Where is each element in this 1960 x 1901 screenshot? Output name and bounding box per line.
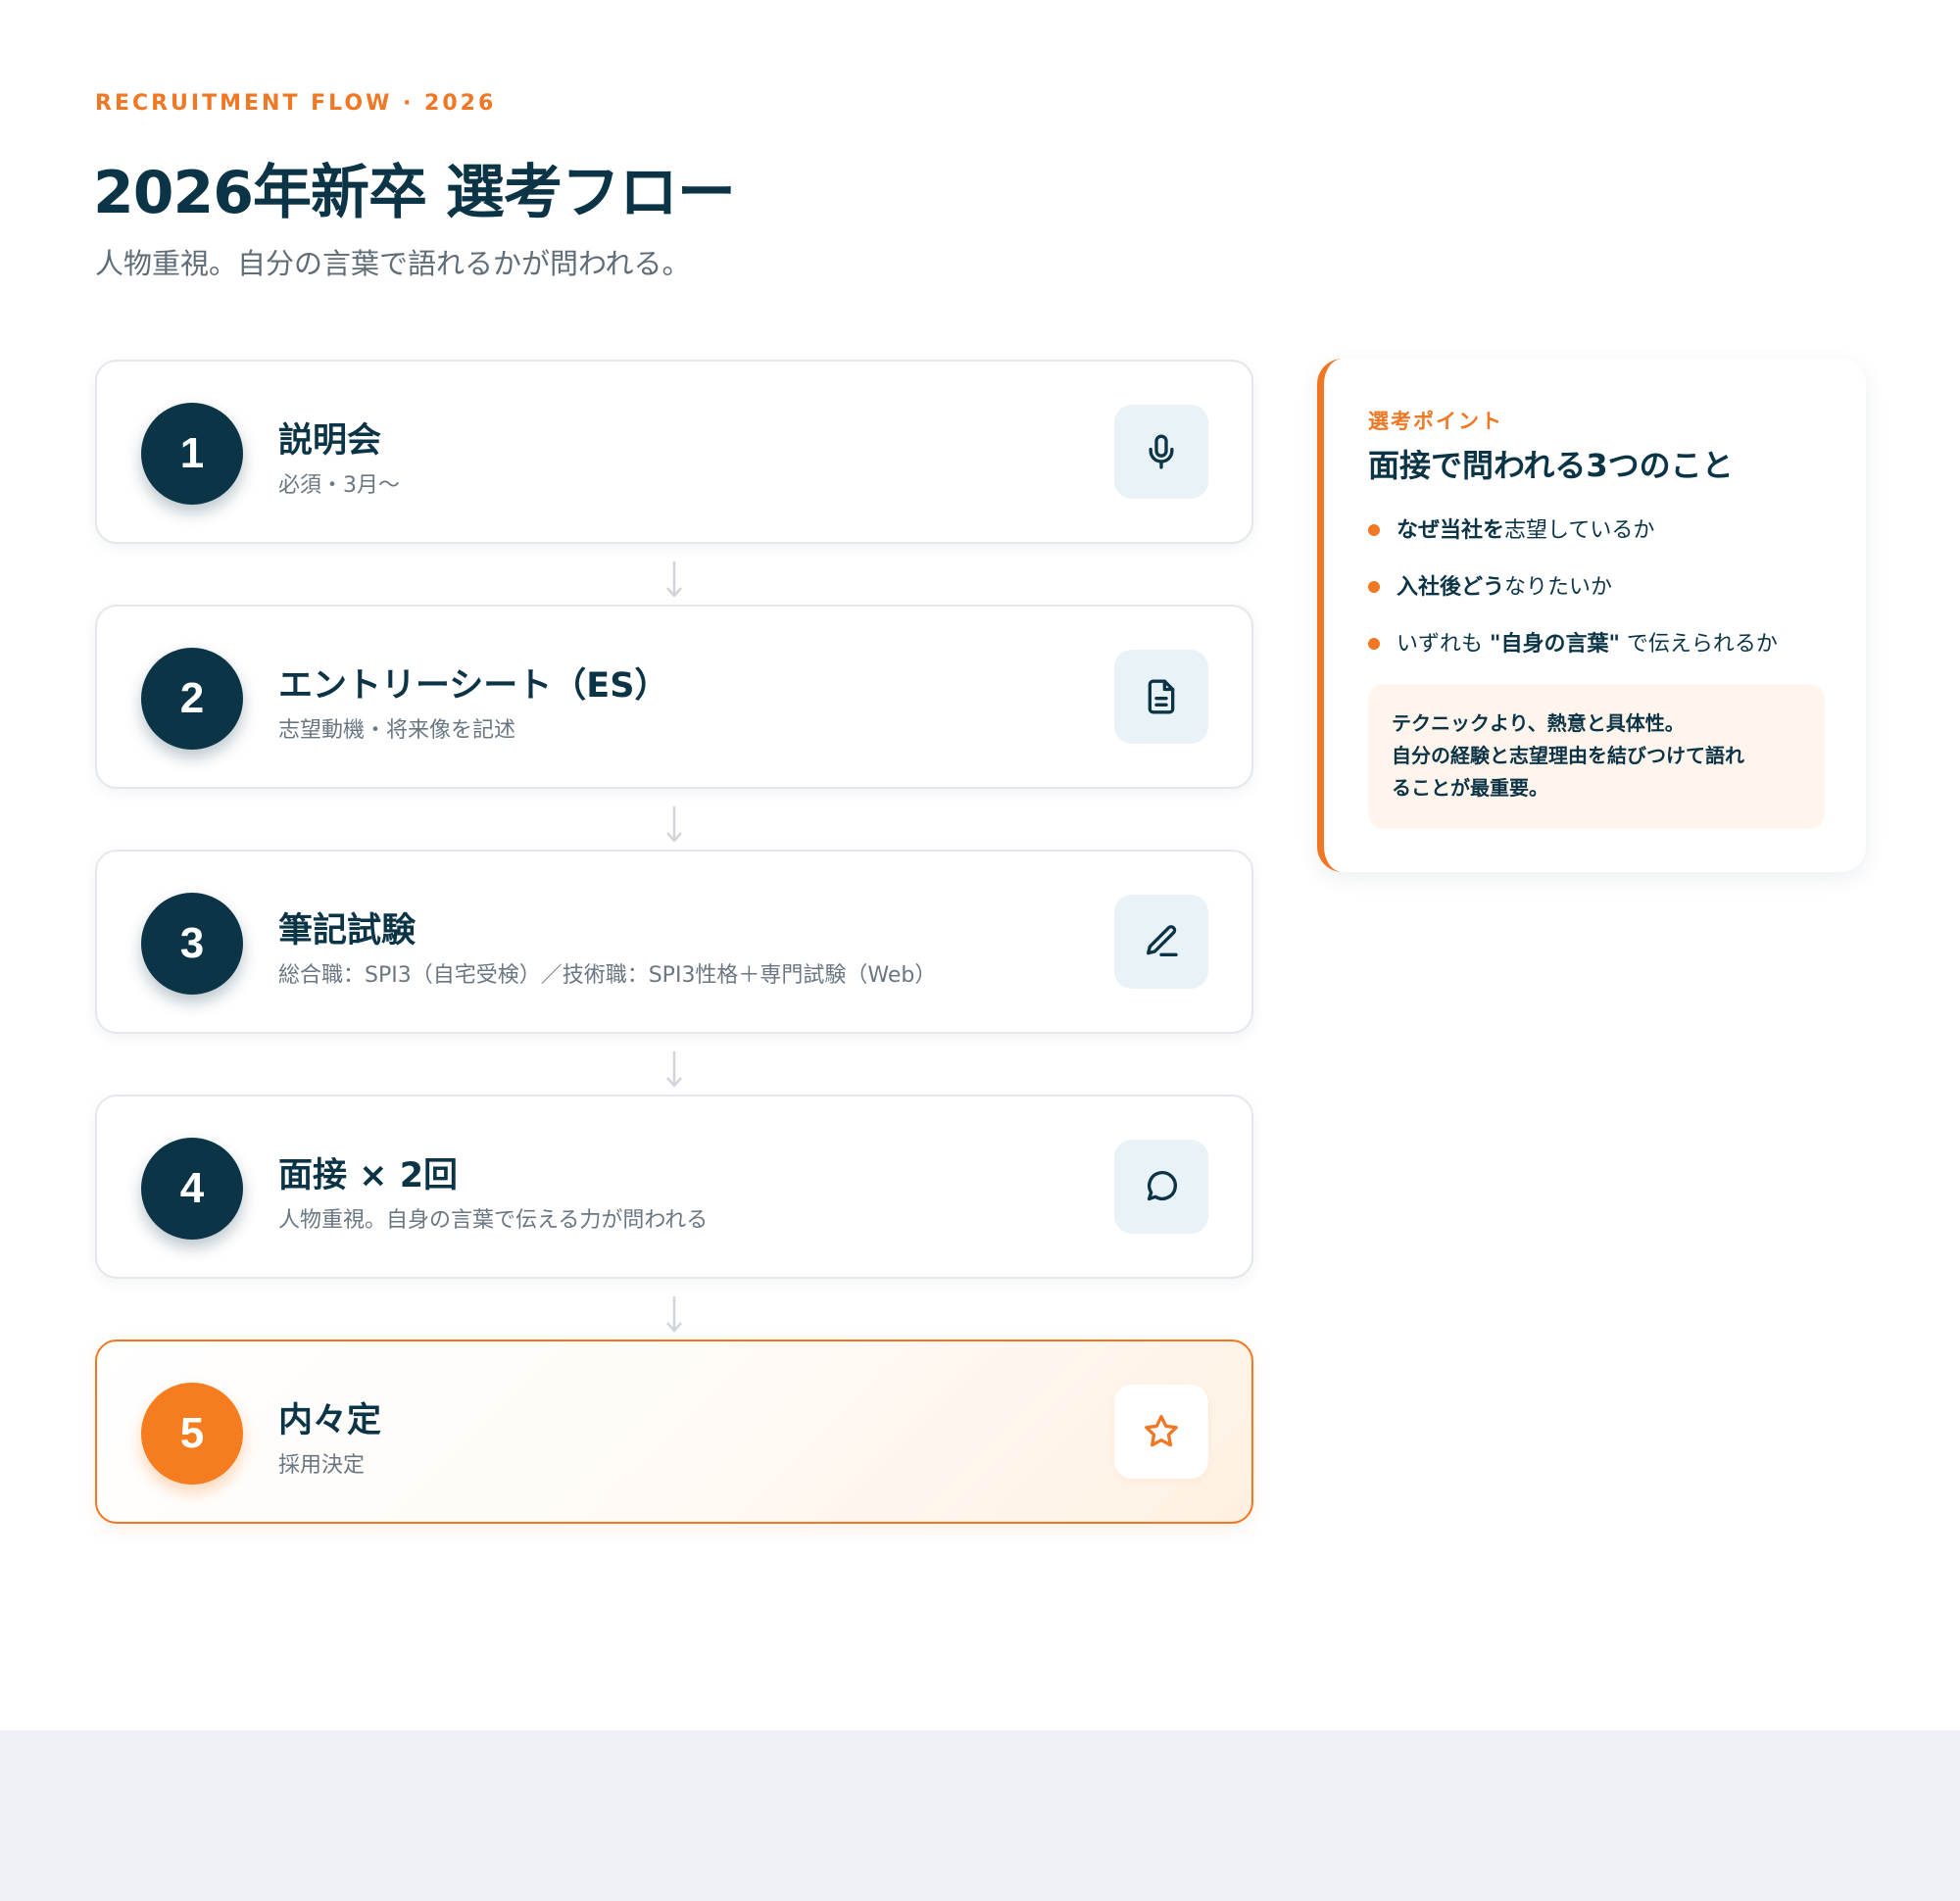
step-number-badge: 3 xyxy=(141,893,243,995)
point-item: 入社後どうなりたいか xyxy=(1368,569,1838,626)
step-number-badge: 2 xyxy=(141,648,243,750)
page-eyebrow: RECRUITMENT FLOW · 2026 xyxy=(95,91,497,116)
note-line: ることが最重要。 xyxy=(1392,776,1548,800)
step-card-5[interactable]: 5 内々定 採用決定 xyxy=(95,1340,1253,1524)
pencil-icon xyxy=(1114,895,1208,989)
step-title: エントリーシート（ES） xyxy=(278,666,669,706)
point-item: なぜ当社を志望しているか xyxy=(1368,512,1838,569)
star-icon xyxy=(1114,1385,1208,1479)
points-list: なぜ当社を志望しているか 入社後どうなりたいか いずれも "自身の言葉" で伝え… xyxy=(1368,512,1838,683)
selection-points-card: 選考ポイント 面接で問われる3つのこと なぜ当社を志望しているか 入社後どうなり… xyxy=(1317,359,1866,872)
note-line: 自分の経験と志望理由を結びつけて語れ xyxy=(1392,744,1744,767)
step-description: 総合職：SPI3（自宅受検）／技術職：SPI3性格＋専門試験（Web） xyxy=(278,963,937,988)
connector-arrow-icon xyxy=(666,1051,682,1088)
step-card-4[interactable]: 4 面接 × 2回 人物重視。自身の言葉で伝える力が問われる xyxy=(95,1095,1253,1279)
connector-arrow-icon xyxy=(666,561,682,598)
page-subtitle: 人物重視。自分の言葉で語れるかが問われる。 xyxy=(95,247,691,280)
step-title: 筆記試験 xyxy=(278,911,416,950)
point-item: いずれも "自身の言葉" で伝えられるか xyxy=(1368,626,1838,683)
note-line: テクニックより、熱意と具体性。 xyxy=(1392,711,1685,735)
microphone-icon xyxy=(1114,405,1208,499)
page-title: 2026年新卒 選考フロー xyxy=(93,159,736,227)
step-number-badge: 4 xyxy=(141,1138,243,1240)
footer-band xyxy=(0,1730,1960,1901)
step-card-2[interactable]: 2 エントリーシート（ES） 志望動機・将来像を記述 xyxy=(95,605,1253,789)
step-description: 人物重視。自身の言葉で伝える力が問われる xyxy=(278,1208,709,1233)
step-description: 必須・3月〜 xyxy=(278,473,400,498)
step-card-3[interactable]: 3 筆記試験 総合職：SPI3（自宅受検）／技術職：SPI3性格＋専門試験（We… xyxy=(95,850,1253,1034)
step-title: 面接 × 2回 xyxy=(278,1156,459,1195)
step-card-1[interactable]: 1 説明会 必須・3月〜 xyxy=(95,360,1253,544)
side-card-title: 面接で問われる3つのこと xyxy=(1368,447,1734,484)
connector-arrow-icon xyxy=(666,1296,682,1333)
step-description: 志望動機・将来像を記述 xyxy=(278,718,516,743)
step-title: 説明会 xyxy=(278,421,382,461)
document-icon xyxy=(1114,650,1208,744)
side-card-eyebrow: 選考ポイント xyxy=(1368,410,1503,433)
step-description: 採用決定 xyxy=(278,1453,366,1478)
advice-note: テクニックより、熱意と具体性。 自分の経験と志望理由を結びつけて語れ ることが最… xyxy=(1368,684,1825,829)
connector-arrow-icon xyxy=(666,806,682,843)
chat-bubble-icon xyxy=(1114,1140,1208,1234)
step-title: 内々定 xyxy=(278,1401,382,1440)
step-number-badge: 5 xyxy=(141,1383,243,1485)
step-number-badge: 1 xyxy=(141,403,243,505)
